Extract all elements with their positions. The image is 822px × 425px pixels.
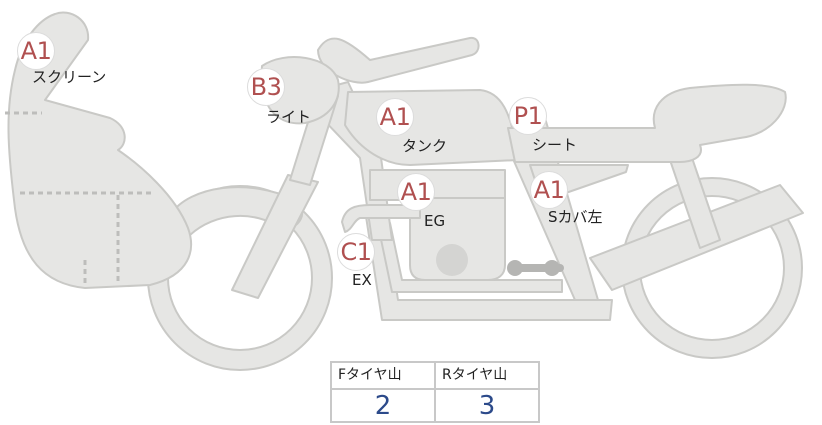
part-label-engine: EG xyxy=(424,212,446,230)
part-code-badge-light: B3 xyxy=(247,68,285,106)
front-tire-tread-value: 2 xyxy=(332,390,436,423)
fairing-panel-lines xyxy=(5,111,155,285)
part-label-side-cover-left: Sカバ左 xyxy=(548,208,603,226)
part-label-tank: タンク xyxy=(402,137,448,155)
engine-block xyxy=(369,169,506,281)
rear-tire-tread-value: 3 xyxy=(478,391,496,421)
down-tube xyxy=(299,81,393,241)
part-code-badge-exhaust: C1 xyxy=(337,233,375,271)
front-tire-tread-header: Fタイヤ山 xyxy=(332,363,436,388)
part-label-seat: シート xyxy=(532,136,578,154)
tire-tread-header-row: Fタイヤ山 Rタイヤ山 xyxy=(332,363,538,390)
part-code-badge-seat: P1 xyxy=(509,97,547,135)
seat xyxy=(507,83,787,163)
exhaust-pipe xyxy=(341,204,421,233)
part-code-badge-side-cover-left: A1 xyxy=(530,171,568,209)
tire-tread-value-row: 2 3 xyxy=(332,390,538,423)
part-code-badge-tank: A1 xyxy=(376,98,414,136)
part-label-light: ライト xyxy=(266,108,312,126)
handlebar xyxy=(317,36,480,84)
part-label-screen: スクリーン xyxy=(32,68,107,86)
fairing xyxy=(7,11,192,289)
rear-tire-tread-header: Rタイヤ山 xyxy=(442,367,508,383)
footpeg xyxy=(507,260,564,276)
part-code-badge-screen: A1 xyxy=(17,32,55,70)
part-label-exhaust: EX xyxy=(352,271,372,289)
tire-tread-table: Fタイヤ山 Rタイヤ山 2 3 xyxy=(330,361,540,423)
part-code-badge-engine: A1 xyxy=(397,173,435,211)
